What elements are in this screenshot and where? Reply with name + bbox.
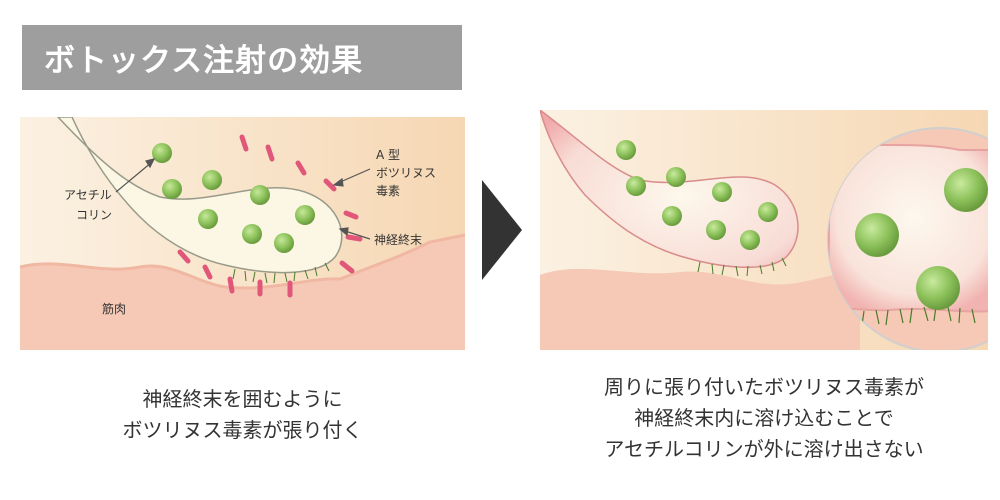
vesicle bbox=[626, 176, 646, 196]
caption-line: アセチルコリンが外に溶け出さない bbox=[604, 437, 924, 461]
acetylcholine-vesicles bbox=[616, 140, 778, 250]
nerve-ending bbox=[56, 117, 343, 274]
vesicle bbox=[662, 206, 682, 226]
vesicle bbox=[250, 185, 270, 205]
vesicle bbox=[162, 179, 182, 199]
muscle-tissue bbox=[540, 268, 860, 350]
nerve-ending-label: 神経終末 bbox=[374, 232, 422, 247]
toxin-molecule bbox=[339, 260, 355, 274]
left-panel: アセチル コリン A 型 ボツリヌス 毒素 神経終末 筋肉 bbox=[20, 117, 465, 350]
botulinum-toxin-group bbox=[177, 134, 363, 298]
toxin-molecule bbox=[202, 264, 213, 280]
receptor-hairs bbox=[697, 257, 787, 277]
vesicle bbox=[152, 143, 172, 163]
acetylcholine-label-line2: コリン bbox=[76, 208, 112, 222]
vesicle bbox=[758, 202, 778, 222]
receptor-hairs bbox=[232, 262, 330, 284]
left-caption: 神経終末を囲むように ボツリヌス毒素が張り付く bbox=[20, 384, 465, 446]
toxin-label-line3: 毒素 bbox=[376, 184, 400, 198]
vesicle-magnified bbox=[855, 213, 899, 257]
vesicle-magnified bbox=[944, 168, 988, 212]
toxin-molecule bbox=[227, 276, 235, 294]
caption-line: 神経終末を囲むように bbox=[142, 387, 343, 411]
right-arrow-icon bbox=[482, 180, 522, 280]
acetylcholine-vesicles bbox=[152, 143, 315, 253]
toxin-molecule bbox=[343, 210, 359, 220]
toxin-molecule bbox=[265, 144, 275, 162]
toxin-molecule bbox=[177, 249, 191, 264]
caption-line: ボツリヌス毒素が張り付く bbox=[122, 418, 363, 442]
toxin-molecule bbox=[239, 134, 249, 152]
title-banner: ボトックス注射の効果 bbox=[22, 25, 462, 90]
vesicle bbox=[616, 140, 636, 160]
muscle-label: 筋肉 bbox=[102, 301, 126, 316]
toxin-molecule bbox=[323, 178, 337, 192]
zoom-magnified-view bbox=[827, 127, 988, 350]
vesicle bbox=[712, 182, 732, 202]
vesicle bbox=[198, 209, 218, 229]
left-diagram: アセチル コリン A 型 ボツリヌス 毒素 神経終末 筋肉 bbox=[20, 117, 465, 350]
vesicle bbox=[706, 220, 726, 240]
vesicle bbox=[202, 170, 222, 190]
vesicle bbox=[666, 167, 686, 187]
vesicle bbox=[295, 205, 315, 225]
toxin-label-line1: A 型 bbox=[376, 148, 400, 162]
vesicle bbox=[274, 233, 294, 253]
label-arrows bbox=[115, 158, 371, 240]
vesicle bbox=[242, 224, 262, 244]
right-caption: 周りに張り付いたボツリヌス毒素が 神経終末内に溶け込むことで アセチルコリンが外… bbox=[540, 372, 988, 465]
toxin-molecule bbox=[345, 234, 363, 242]
muscle-tissue bbox=[20, 235, 465, 350]
muscle-edge bbox=[20, 233, 465, 290]
right-diagram bbox=[540, 110, 988, 350]
vesicle bbox=[740, 230, 760, 250]
page-title: ボトックス注射の効果 bbox=[44, 43, 364, 79]
transition-arrow bbox=[480, 180, 522, 284]
toxin-label-line2: ボツリヌス bbox=[376, 166, 436, 180]
caption-line: 神経終末内に溶け込むことで bbox=[634, 406, 894, 430]
acetylcholine-label-line1: アセチル bbox=[64, 188, 112, 202]
right-panel bbox=[540, 110, 988, 350]
toxin-molecule bbox=[295, 160, 307, 176]
vesicle-magnified bbox=[916, 266, 960, 310]
caption-line: 周りに張り付いたボツリヌス毒素が bbox=[604, 375, 924, 399]
